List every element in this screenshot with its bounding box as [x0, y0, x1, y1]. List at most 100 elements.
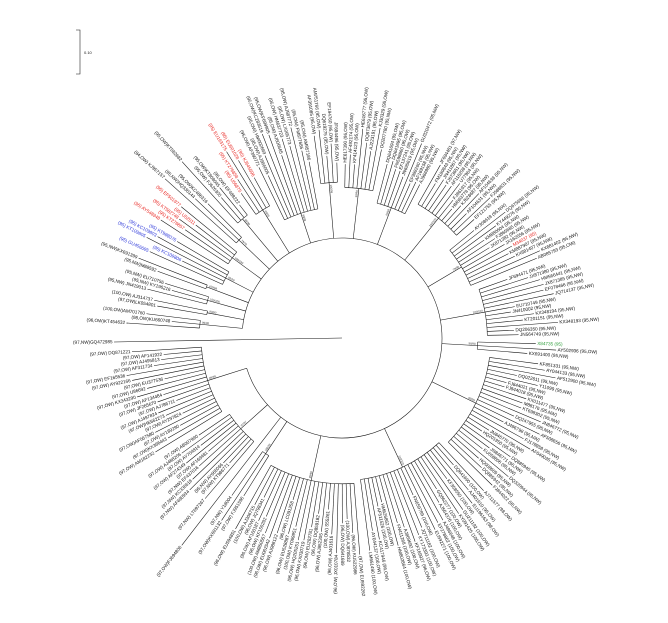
leaf-label: (97,OW) AF141922 — [123, 352, 163, 361]
leaf-branch — [364, 151, 372, 190]
clade-stem — [441, 343, 478, 346]
leaf-label: (100,OW) AJ878532 — [345, 520, 351, 562]
leaf-branch — [177, 241, 230, 273]
leaf-branch — [477, 345, 557, 351]
leaf-branch — [386, 473, 405, 528]
leaf-branch — [181, 440, 263, 546]
bootstrap-support: 100/99 — [329, 184, 334, 193]
clade-stem — [262, 416, 282, 442]
leaf-branch — [391, 176, 404, 208]
leaf-branch — [486, 322, 558, 328]
leaf-branch — [163, 380, 208, 395]
scale-bar: 0.10 — [76, 29, 93, 75]
leaf-label: KX348193 (95,NW) — [559, 317, 600, 325]
leaf-branch — [360, 142, 367, 189]
leaf-branch — [195, 224, 235, 256]
leaf-branch — [265, 473, 289, 534]
leaf-branch — [132, 346, 202, 352]
leaf-branch — [336, 483, 339, 554]
leaf-branch — [171, 321, 200, 325]
bootstrap-support: 98/98 — [468, 341, 476, 345]
leaf-label: (96,OW) EU594851 — [213, 529, 237, 567]
leaf-branch — [478, 395, 541, 423]
leaf-branch — [238, 160, 267, 209]
leaf-branch — [380, 161, 394, 205]
leaf-branch — [428, 184, 447, 211]
leaf-branch — [208, 425, 239, 452]
leaf-branch — [223, 436, 249, 464]
leaf-branch — [420, 456, 459, 514]
leaf-branch — [164, 369, 205, 380]
leaf-branch — [180, 404, 219, 426]
clade-arc — [201, 347, 223, 412]
leaf-branch — [221, 453, 266, 521]
leaf-branch — [487, 329, 514, 332]
leaf-label: HE616777 (95,OW) — [360, 86, 369, 127]
leaf-label: (97,OW)FJ694806 — [156, 544, 183, 577]
leaf-branch — [471, 409, 524, 440]
bootstrap-support: 97/97 — [240, 420, 248, 428]
leaf-branch — [404, 184, 421, 214]
leaf-branch — [303, 481, 316, 541]
leaf-branch — [269, 475, 293, 539]
leaf-label: AY044133 (95,NW) — [546, 368, 586, 379]
leaf-branch — [237, 179, 260, 213]
leaf-label: (97,OW)KX691132 — [197, 520, 223, 555]
leaf-branch — [165, 394, 214, 416]
leaf-label: GU320472 (95,NW) — [420, 103, 440, 143]
clade-stem — [225, 277, 254, 293]
leaf-branch — [458, 238, 496, 263]
leaf-branch — [352, 164, 355, 188]
leaf-branch — [456, 433, 509, 477]
leaf-label: KX691400 (95,NW) — [529, 351, 570, 359]
clade-arc — [344, 187, 373, 191]
leaf-label: (97,NW)GQ472985 — [73, 339, 113, 345]
clade-stem — [207, 312, 244, 320]
leaf-branch — [313, 135, 322, 184]
clade-stem — [377, 207, 392, 245]
leaf-branch — [431, 186, 452, 214]
leaf-label: (97,NW) LT697267 — [177, 498, 206, 531]
leaf-label: AY044137 (100,OW) — [371, 532, 383, 575]
leaf-branch — [231, 451, 263, 496]
leaf-branch — [378, 475, 399, 546]
leaf-branch — [276, 476, 297, 534]
leaf-branch — [382, 474, 398, 523]
scale-bar-label: 0.10 — [84, 50, 93, 55]
leaf-label: LM651490 (100,OW) — [368, 552, 379, 596]
leaf-branch — [367, 478, 380, 540]
leaf-branch — [297, 480, 312, 541]
leaf-branch — [488, 365, 556, 379]
leaf-branch — [488, 361, 545, 371]
leaf-branch — [397, 469, 423, 528]
leaf-branch — [349, 483, 354, 533]
leaf-branch — [417, 458, 437, 490]
leaf-branch — [311, 481, 320, 528]
leaf-branch — [486, 319, 523, 324]
leaf-branch — [448, 441, 493, 486]
leaf-branch — [456, 219, 475, 236]
leaf-branch — [481, 279, 540, 298]
leaf-label: (96,OW) KU522986 — [351, 534, 358, 575]
leaf-branch — [450, 213, 467, 230]
leaf-label: (96,OW) DQ641689 — [340, 525, 345, 566]
leaf-branch — [480, 277, 529, 294]
leaf-branch — [226, 151, 263, 211]
scale-bar-line — [76, 29, 81, 75]
leaf-branch — [266, 472, 286, 517]
leaf-branch — [383, 169, 396, 206]
leaf-branch — [330, 143, 334, 183]
leaf-branch — [204, 441, 255, 499]
leaf-label: AM751766 (95,OW) — [312, 87, 322, 129]
leaf-label: HE617390 (95,OW) — [342, 122, 348, 163]
leaf-branch — [462, 244, 505, 269]
clade-stem — [242, 218, 279, 262]
leaf-branch — [171, 290, 208, 301]
bootstrap-support: 78/76 — [240, 239, 248, 247]
bootstrap-support: 80/80 — [209, 309, 217, 314]
leaf-branch — [318, 482, 323, 514]
leaf-branch — [401, 181, 417, 213]
leaf-label: (100,OW)AM701760 — [103, 306, 146, 316]
bootstrap-support: 99/99 — [264, 210, 271, 218]
leaf-branch — [480, 391, 522, 409]
